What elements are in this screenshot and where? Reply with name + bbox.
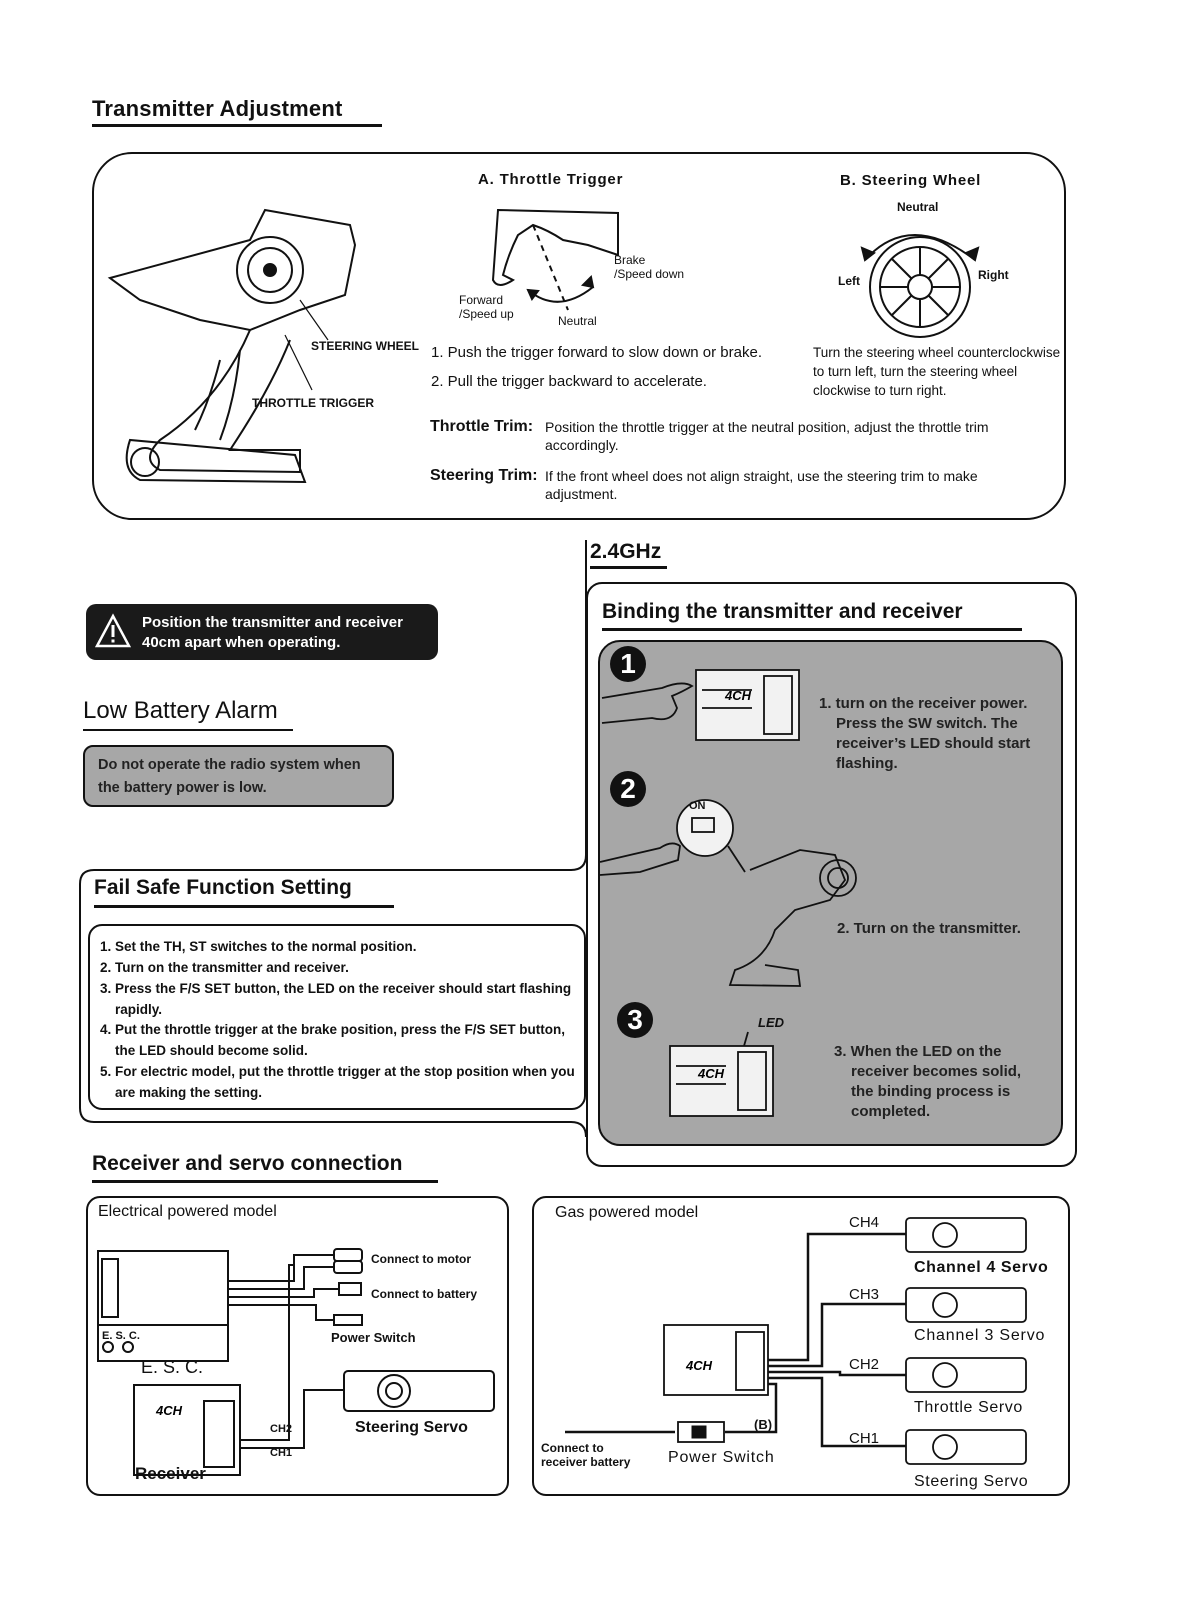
speed-down-label: /Speed down [614,267,684,281]
ch2-servo-label: Throttle Servo [914,1398,1023,1417]
step-3-line-4: completed. [851,1102,930,1121]
step-1-line-2: Press the SW switch. The [836,714,1018,733]
power-switch-label: Power Switch [331,1328,416,1347]
fail-safe-underline [94,905,394,908]
steering-right-label: Right [978,266,1009,285]
step-3-line-3: the binding process is [851,1082,1010,1101]
electric-ch2-label: CH2 [270,1420,292,1439]
steering-desc-2: to turn left, turn the steering wheel [813,362,1017,381]
esc-label: E. S. C. [141,1358,203,1377]
step-1-line-3: receiver’s LED should start [836,734,1030,753]
fail-safe-item-4: 4. Put the throttle trigger at the brake… [100,1020,565,1039]
fail-safe-item-2: 2. Turn on the transmitter and receiver. [100,958,349,977]
fail-safe-item-4-cont: the LED should become solid. [115,1041,308,1060]
brake-label: Brake [614,253,645,267]
svg-text:4CH: 4CH [697,1066,725,1081]
step-1-line-4: flashing. [836,754,898,773]
on-label: ON [689,797,706,816]
fail-safe-item-5: 5. For electric model, put the throttle … [100,1062,575,1081]
electric-ch1-label: CH1 [270,1444,292,1463]
binding-underline [602,628,1022,631]
step-3-line-2: receiver becomes solid, [851,1062,1021,1081]
esc-small-label: E. S. C. [102,1327,140,1346]
gas-wiring-diagram: 4CH [540,1210,1065,1490]
throttle-trigger-label: THROTTLE TRIGGER [252,394,374,413]
steering-left-label: Left [838,272,860,291]
throttle-trim-label: Throttle Trim: [430,417,533,436]
throttle-trim-line-2: accordingly. [545,436,619,454]
fail-safe-item-3: 3. Press the F/S SET button, the LED on … [100,979,571,998]
gas-power-switch-label: Power Switch [668,1448,775,1467]
throttle-step-2: 2. Pull the trigger backward to accelera… [431,372,707,391]
steering-trim-line-1: If the front wheel does not align straig… [545,467,978,485]
ch4-servo-label: Channel 4 Servo [914,1258,1048,1277]
fail-safe-title: Fail Safe Function Setting [94,876,352,900]
steering-trim-line-2: adjustment. [545,485,617,503]
connect-battery-label: Connect to battery [371,1285,477,1304]
steering-heading: B. Steering Wheel [840,171,981,190]
connection-underline [92,1180,438,1183]
gas-ch2-label: CH2 [849,1355,879,1374]
b-label: (B) [754,1415,772,1434]
step-1-illustration: 4CH [602,668,802,743]
gas-ch4-label: CH4 [849,1213,879,1232]
connect-rx-line-2: receiver battery [541,1455,630,1469]
transmitter-title: Transmitter Adjustment [92,96,343,122]
band-underline [590,566,667,569]
steering-desc-3: clockwise to turn right. [813,381,947,400]
fail-safe-item-3-cont: rapidly. [115,1000,162,1019]
step-3-badge: 3 [617,1002,653,1038]
ch3-servo-label: Channel 3 Servo [914,1326,1045,1345]
binding-title: Binding the transmitter and receiver [602,600,963,624]
step-2-illustration [600,790,860,1000]
throttle-heading: A. Throttle Trigger [478,170,623,189]
svg-text:4CH: 4CH [155,1403,183,1418]
electric-heading: Electrical powered model [98,1202,277,1221]
steering-wheel-diagram [850,215,990,340]
forward-label: Forward [459,293,503,307]
connect-rx-line-1: Connect to [541,1441,604,1455]
fail-safe-item-1: 1. Set the TH, ST switches to the normal… [100,937,417,956]
title-underline [92,124,382,127]
step-2-text: 2. Turn on the transmitter. [837,919,1021,938]
throttle-step-1: 1. Push the trigger forward to slow down… [431,343,762,362]
electric-steering-servo-label: Steering Servo [355,1418,468,1437]
steering-trim-label: Steering Trim: [430,466,538,485]
steering-wheel-label: STEERING WHEEL [311,337,419,356]
speed-up-label: /Speed up [459,307,514,321]
band-label: 2.4GHz [590,540,661,564]
throttle-trim-line-1: Position the throttle trigger at the neu… [545,418,989,436]
svg-text:4CH: 4CH [685,1358,713,1373]
step-3-receiver: 4CH [668,1030,778,1120]
fail-safe-item-5-cont: are making the setting. [115,1083,262,1102]
connection-title: Receiver and servo connection [92,1152,402,1176]
ch1-servo-label: Steering Servo [914,1472,1028,1491]
neutral-throttle-label: Neutral [558,314,597,328]
steering-desc-1: Turn the steering wheel counterclockwise [813,343,1060,362]
svg-text:4CH: 4CH [724,688,752,703]
step-3-line-1: 3. When the LED on the [834,1042,1002,1061]
connect-motor-label: Connect to motor [371,1250,471,1269]
step-1-line-1: 1. turn on the receiver power. [819,694,1027,713]
receiver-label: Receiver [135,1464,206,1483]
gas-ch3-label: CH3 [849,1285,879,1304]
gas-ch1-label: CH1 [849,1429,879,1448]
